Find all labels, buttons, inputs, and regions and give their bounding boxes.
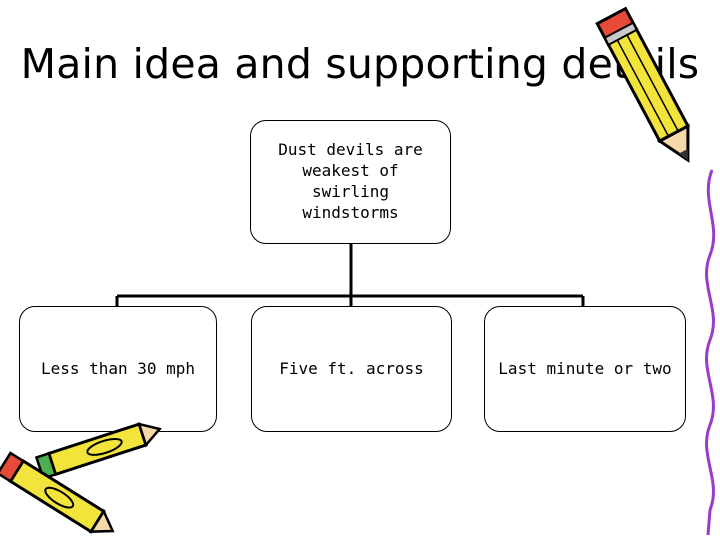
detail-box-2: Five ft. across	[251, 306, 452, 432]
main-idea-text: Dust devils are weakest of swirling wind…	[278, 140, 423, 222]
detail-text-2: Five ft. across	[279, 358, 424, 378]
main-idea-box: Dust devils are weakest of swirling wind…	[250, 120, 451, 244]
slide-title: Main idea and supporting details	[20, 40, 700, 88]
detail-text-1: Less than 30 mph	[40, 358, 196, 378]
detail-box-3: Last minute or two	[484, 306, 686, 432]
detail-text-3: Last minute or two	[498, 358, 672, 378]
